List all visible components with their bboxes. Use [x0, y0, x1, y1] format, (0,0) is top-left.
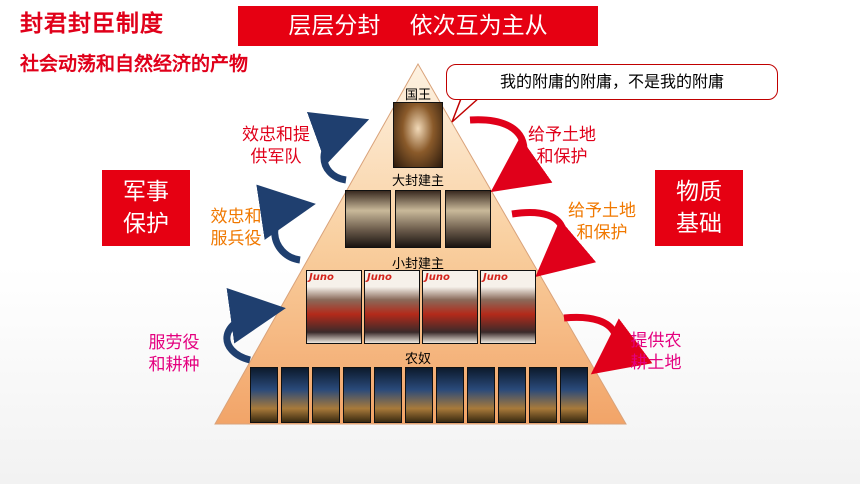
tier-label-king: 国王	[404, 88, 431, 103]
page-subtitle: 社会动荡和自然经济的产物	[20, 53, 249, 75]
great-lord-portrait	[345, 190, 391, 248]
arrow-grant-top	[469, 116, 553, 193]
serf-portrait	[498, 367, 526, 423]
label-grant-land-middle: 给予土地 和保护	[568, 201, 636, 243]
serf-portrait	[405, 367, 433, 423]
serf-portrait	[250, 367, 278, 423]
callout-pointer	[451, 95, 481, 123]
arrow-loyalty-middle	[256, 184, 316, 264]
king-portrait	[393, 102, 443, 168]
page-title: 封君封臣制度	[20, 11, 164, 37]
serf-portrait	[529, 367, 557, 423]
label-loyalty-army: 效忠和提 供军队	[242, 125, 310, 167]
serf-portrait	[560, 367, 588, 423]
label-grant-land-top: 给予土地 和保护	[528, 125, 596, 167]
arrow-loyalty-bottom	[223, 288, 286, 364]
great-lord-portrait	[445, 190, 491, 248]
label-provide-farmland: 提供农 耕土地	[630, 331, 682, 373]
tier-label-serf: 农奴	[404, 352, 431, 367]
serf-portrait	[436, 367, 464, 423]
lesser-lord-portrait: Juno	[306, 270, 362, 344]
lesser-lord-portrait: Juno	[480, 270, 536, 344]
serf-portrait	[374, 367, 402, 423]
material-basis-box: 物质 基础	[655, 170, 743, 246]
portrait-tag: Juno	[309, 272, 334, 283]
portrait-tag: Juno	[425, 272, 450, 283]
serf-portrait	[312, 367, 340, 423]
tier-label-great-lord: 大封建主	[391, 174, 444, 189]
serf-portrait	[467, 367, 495, 423]
military-protection-box: 军事 保护	[102, 170, 190, 246]
banner-hierarchy: 层层分封 依次互为主从	[238, 6, 598, 46]
portrait-tag: Juno	[483, 272, 508, 283]
tier-label-lesser-lord: 小封建主	[391, 257, 444, 272]
serf-portrait	[281, 367, 309, 423]
great-lord-portrait	[395, 190, 441, 248]
label-loyalty-service: 效忠和 服兵役	[210, 207, 262, 249]
lesser-lord-portrait: Juno	[422, 270, 478, 344]
arrow-loyalty-top	[306, 112, 370, 184]
label-labor-farming: 服劳役 和耕种	[148, 333, 200, 375]
serf-portrait	[343, 367, 371, 423]
arrow-grant-middle	[511, 209, 597, 278]
callout-vassal-rule: 我的附庸的附庸，不是我的附庸	[446, 64, 778, 100]
arrow-grant-bottom	[563, 313, 653, 375]
portrait-tag: Juno	[367, 272, 392, 283]
lesser-lord-portrait: Juno	[364, 270, 420, 344]
